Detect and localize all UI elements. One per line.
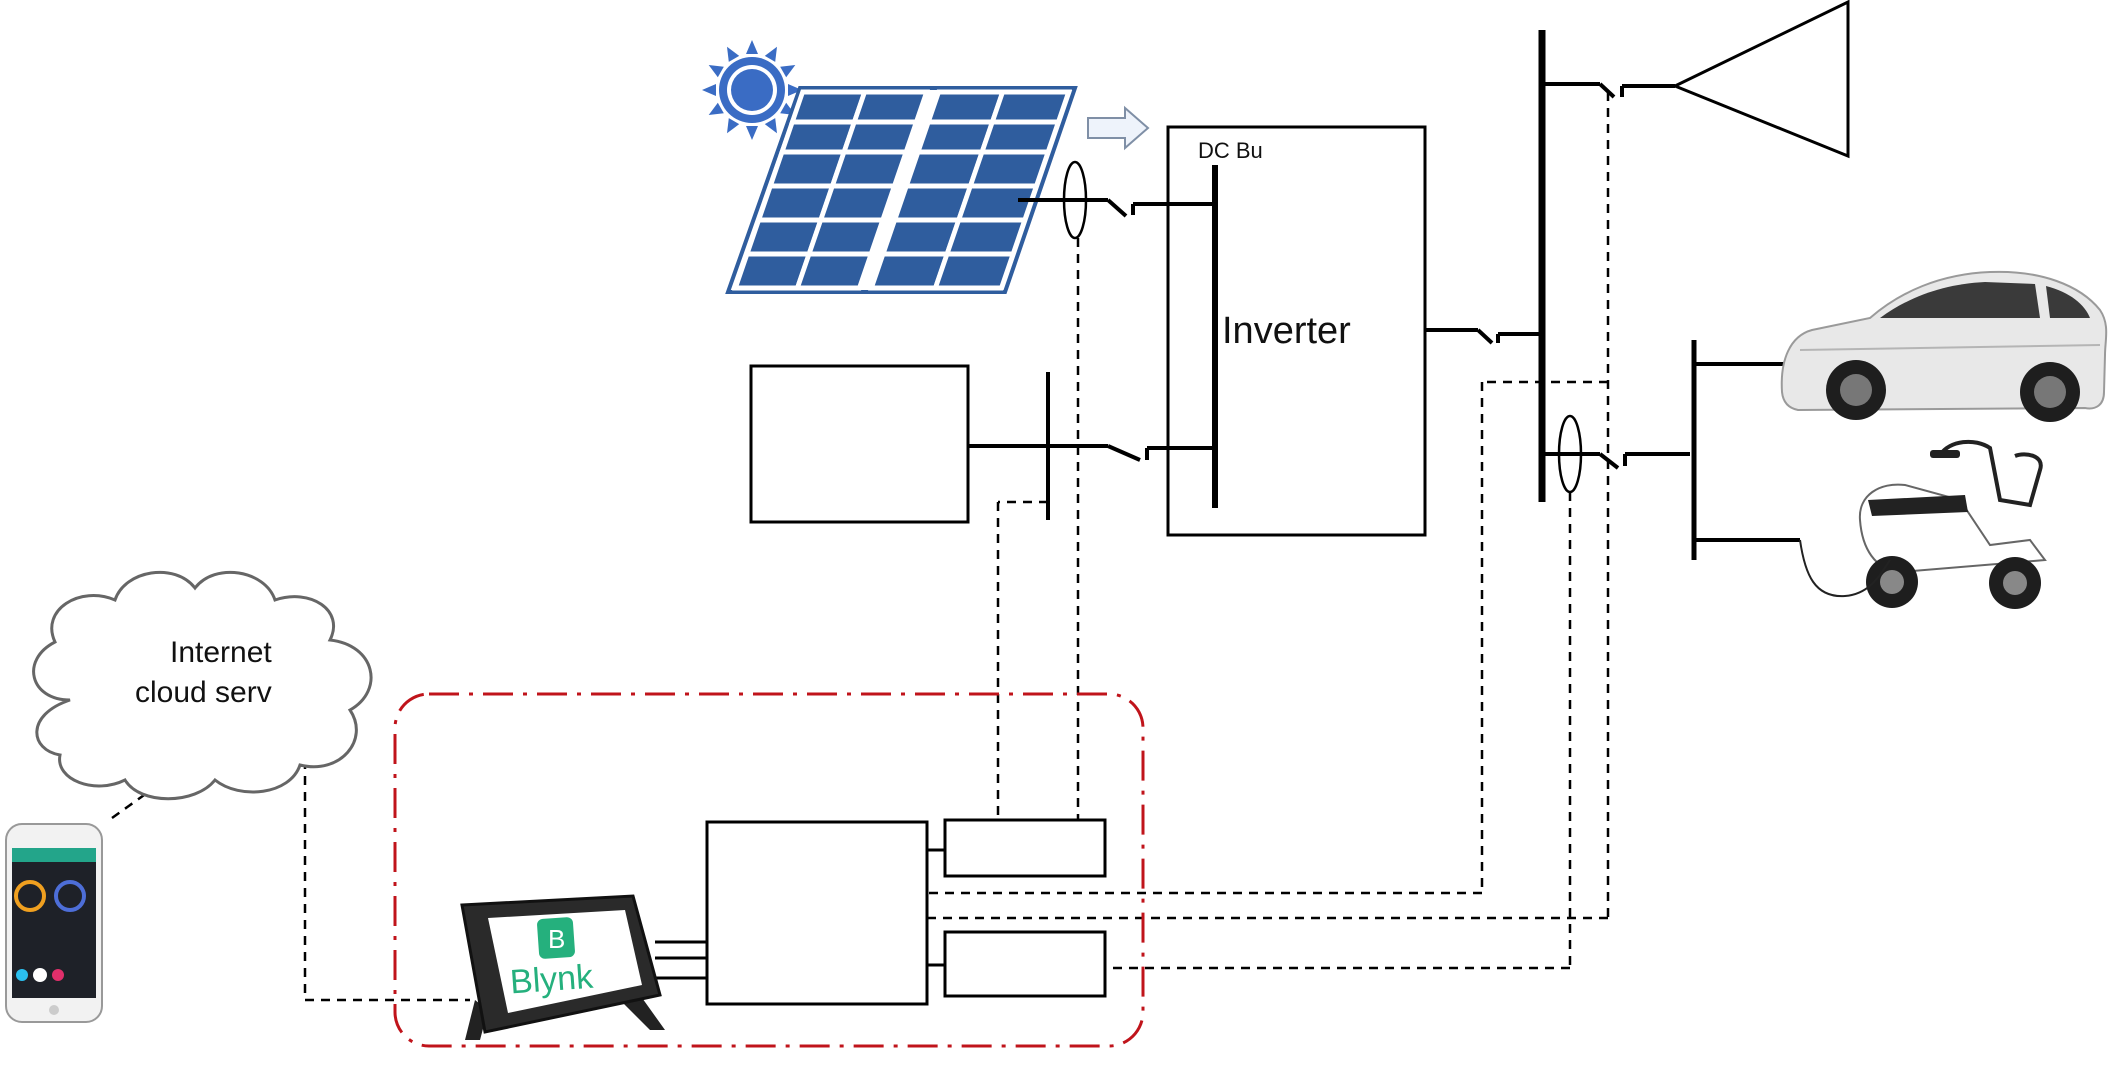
pv-current-sensor: [1062, 160, 1088, 240]
storage-box: [749, 364, 970, 524]
arrow-right-icon: [1087, 105, 1150, 151]
signal-wiring: [111, 92, 1610, 1002]
inverter-box: [1166, 125, 1427, 537]
blynk-logo-letter: B: [548, 924, 565, 954]
main-controller-box: [705, 820, 929, 1006]
sun-icon: [702, 40, 802, 140]
cloud-icon: [32, 570, 373, 801]
smartphone-icon: [5, 823, 103, 1023]
inverter-label: Inverter: [1222, 310, 1351, 352]
solar-panel-icon: [725, 86, 1078, 294]
sensor-module-bottom: [943, 930, 1107, 998]
tablet-icon: [460, 894, 665, 1040]
grid-transformer-icon: [1671, 0, 1850, 159]
controller-connections: [655, 848, 945, 980]
car-icon: [1780, 270, 2108, 422]
cloud-label-line1: Internet: [170, 636, 272, 669]
dc-bus-label: DC Bu: [1198, 138, 1263, 163]
power-wiring: [968, 30, 1800, 560]
blynk-wordmark: Blynk: [509, 958, 596, 1002]
sensor-module-top: [943, 818, 1107, 878]
cloud-label-line2: cloud serv: [135, 676, 272, 709]
controller-boundary: [393, 692, 1145, 1048]
scooter-icon: [1799, 439, 2047, 609]
